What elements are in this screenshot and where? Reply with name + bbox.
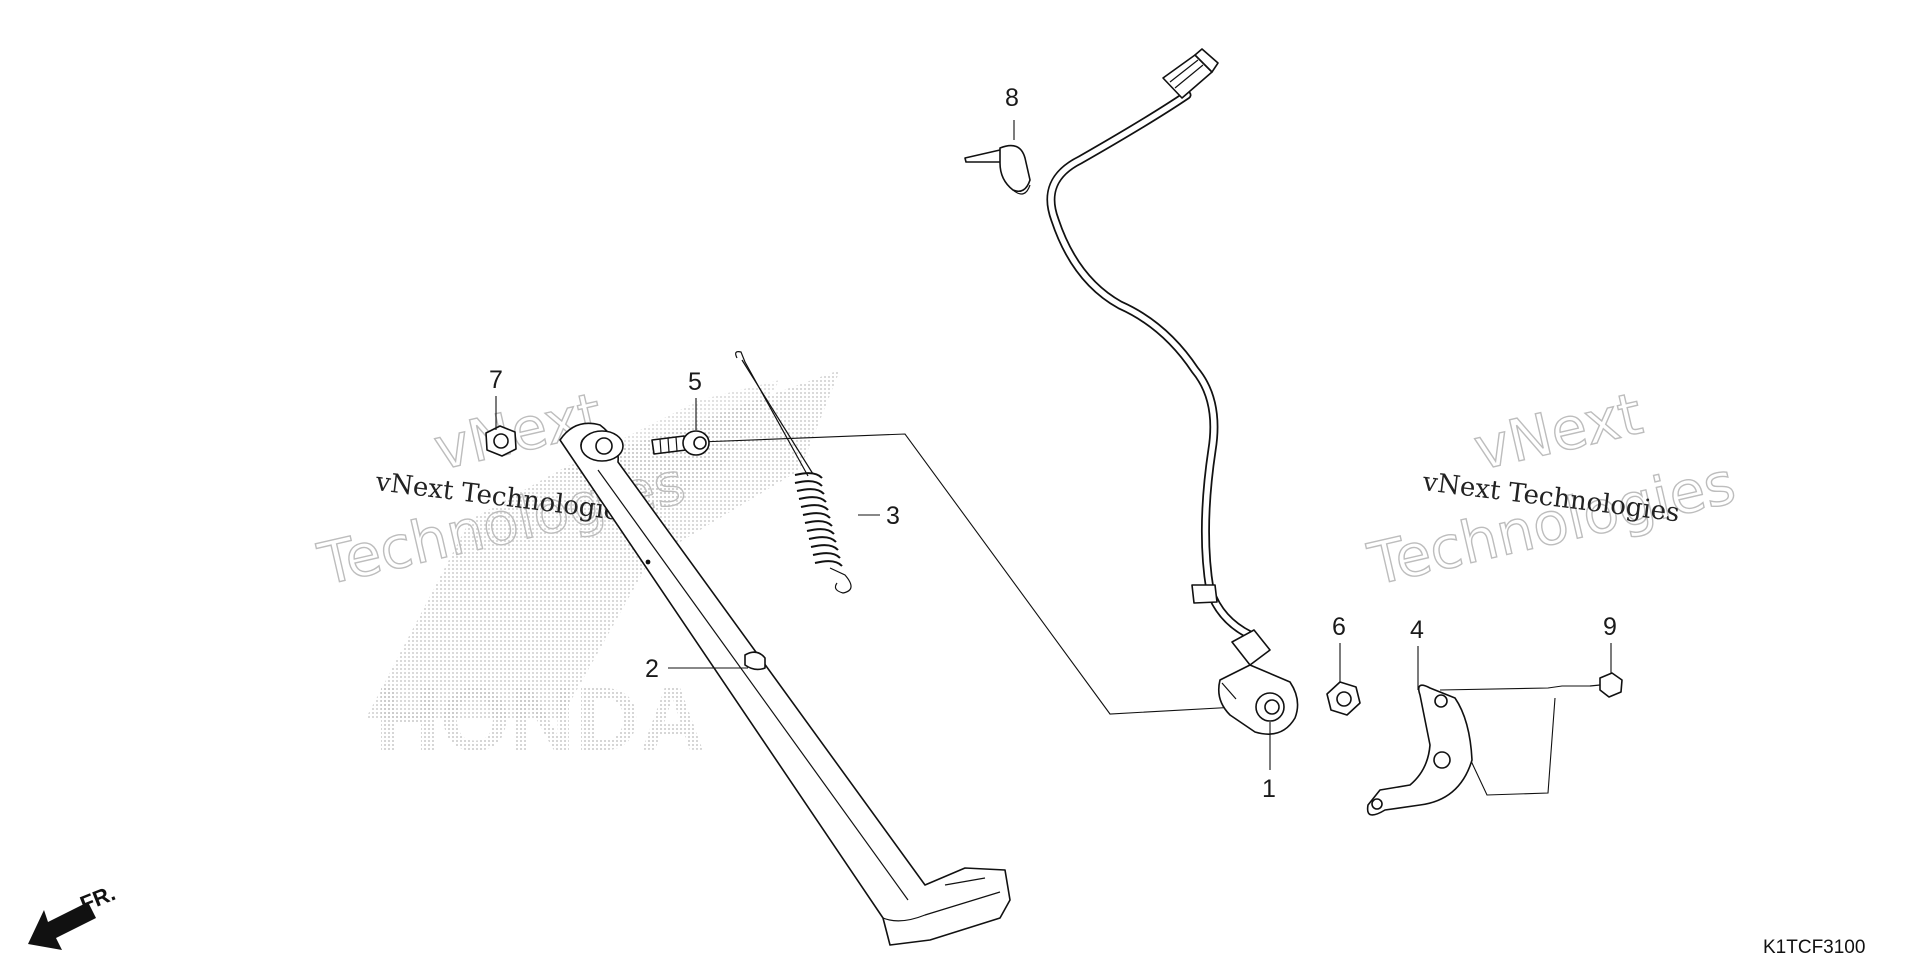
diagram-code: K1TCF3100 (1763, 937, 1865, 958)
front-direction-marker: FR. (28, 880, 119, 950)
background-logo-text: HONDA (375, 670, 705, 770)
callout-labels: 8 7 5 3 2 1 6 4 9 (489, 84, 1617, 803)
watermark-right: vNext Technologies vNext Technologies (1361, 379, 1742, 600)
callout-4: 4 (1410, 616, 1424, 644)
front-label: FR. (77, 880, 119, 916)
callout-3: 3 (886, 502, 900, 530)
pivot-bolt (651, 430, 710, 456)
watermark-right-outline-1: vNext (1468, 379, 1648, 483)
callout-leaders (495, 120, 1612, 770)
switch-bracket (1366, 684, 1473, 816)
lock-nut (485, 425, 517, 457)
callout-2: 2 (645, 655, 659, 683)
nut (1326, 681, 1361, 716)
callout-5: 5 (688, 368, 702, 396)
callout-1: 1 (1262, 775, 1276, 803)
watermark-right-outline-2: Technologies (1362, 449, 1741, 599)
side-stand-switch (1046, 48, 1299, 735)
front-arrow-icon (28, 902, 96, 950)
callout-8: 8 (1005, 84, 1019, 112)
side-stand-spring (735, 351, 852, 594)
side-stand-bar (559, 422, 1011, 946)
bolt (1589, 672, 1623, 698)
cable-clip (964, 144, 1031, 195)
callout-6: 6 (1332, 613, 1346, 641)
callout-9: 9 (1603, 613, 1617, 641)
callout-7: 7 (489, 366, 503, 394)
